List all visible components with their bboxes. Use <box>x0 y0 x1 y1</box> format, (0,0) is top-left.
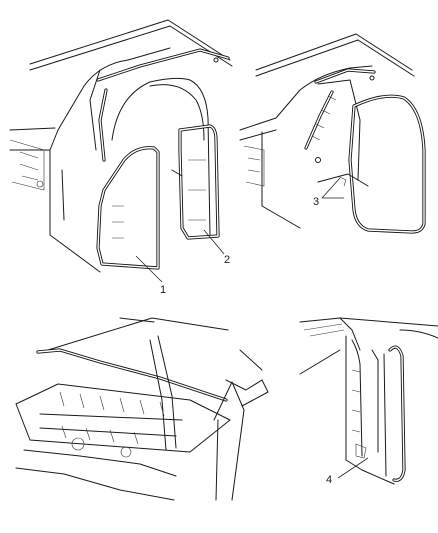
view-front-door-seals: 1 2 <box>9 19 233 296</box>
view-b-pillar-seal: 4 <box>299 317 438 486</box>
callout-1: 1 <box>160 284 166 296</box>
callout-2: 2 <box>224 254 230 266</box>
callout-3: 3 <box>313 196 319 208</box>
leader-1 <box>135 255 163 283</box>
view-rear-door-seals: 3 <box>239 33 426 234</box>
leader-3 <box>321 177 341 199</box>
view-windshield-cowl <box>15 317 269 501</box>
callout-4: 4 <box>326 474 332 486</box>
leader-4 <box>337 457 369 479</box>
leader-2 <box>203 229 225 255</box>
